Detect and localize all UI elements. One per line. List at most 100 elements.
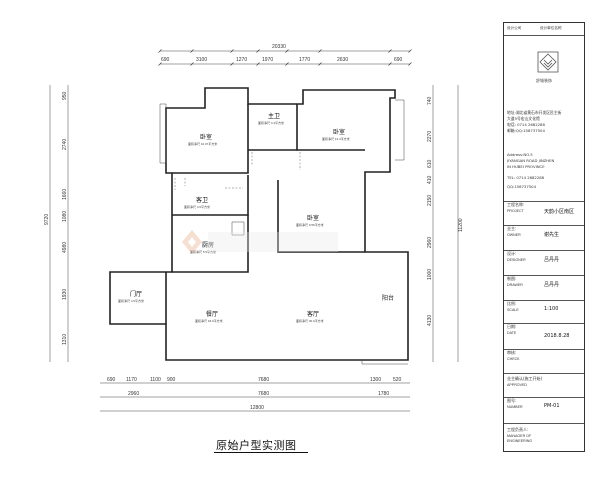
tb-head-left: 设计公司 <box>507 26 522 30</box>
top-dim-3: 1270 <box>236 57 247 63</box>
check-label: 审核: <box>507 350 517 355</box>
room-master-bath: 主卫 <box>268 112 280 120</box>
right-dim-4: 410 <box>427 175 433 184</box>
left-dim-6: 1930 <box>62 289 68 300</box>
top-dim-5: 1770 <box>299 57 310 63</box>
project-label-en: PROJECT <box>507 209 524 213</box>
dim-tick <box>158 49 162 53</box>
dim-tick <box>285 62 289 66</box>
room-kitchen: 厨房 <box>202 241 214 249</box>
room-bedroom-west: 卧室 <box>200 133 212 141</box>
drawer-value: 吕丹丹 <box>544 282 560 288</box>
designer-label: 设计: <box>507 251 517 256</box>
tb-divider-scale <box>504 300 584 301</box>
outer-walls <box>109 87 409 365</box>
drawer-label-en: DRAWER <box>507 283 523 287</box>
tb-divider-drawer <box>504 275 584 276</box>
tb-tel-en: TEL: 0714 2682288 <box>507 175 545 180</box>
room-dining: 餐厅 <box>206 310 218 318</box>
plan-title: 原始户型实测图 <box>216 439 297 452</box>
company-logo-icon <box>537 51 559 73</box>
right-dim-2: 2270 <box>427 131 433 142</box>
tb-address-2: 大道5号宏山文化馆 <box>507 116 540 121</box>
left-dim-total: 9720 <box>44 214 50 225</box>
bottom-dim-4: 900 <box>167 377 176 383</box>
right-dim-6: 2960 <box>427 237 433 248</box>
tb-address-4: 邮箱:QQ:158737504 <box>507 128 545 133</box>
dim-tick <box>256 62 260 66</box>
bottom-dim-2: 1170 <box>126 377 137 383</box>
plan-title-underline <box>214 452 308 453</box>
designer-value: 吕丹丹 <box>544 257 560 263</box>
balcony-edge <box>361 360 408 365</box>
dim-tick <box>256 49 260 53</box>
room-living-area: 面积净尺 30.0平方米 <box>296 318 324 323</box>
room-bedroom-east-area: 面积净尺 13.4平方米 <box>322 136 350 141</box>
left-dim-3: 1660 <box>62 189 68 200</box>
title-block: 设计公司 设计单位名称 舒城装饰 地址:湖北省黄石市开发区民主街 大道5号宏山文… <box>503 22 585 452</box>
left-dim-1: 950 <box>62 91 68 100</box>
dim-tick <box>318 49 322 53</box>
room-bedroom-middle-area: 面积净尺 9.55平方米 <box>296 222 324 227</box>
tb-divider-date <box>504 323 584 324</box>
room-living: 客厅 <box>307 310 319 318</box>
dim-tick <box>190 49 194 53</box>
room-dining-area: 面积净尺 18.0平方米 <box>195 318 223 323</box>
date-value: 2018.8.28 <box>544 333 570 339</box>
room-foyer-area: 面积净尺 4.5平方米 <box>118 298 144 303</box>
tb-address-en-3: IN HUBEI PROVINCE <box>507 164 545 169</box>
room-bedroom-west-area: 面积净尺 10.07平方米 <box>188 141 217 146</box>
tb-divider-check <box>504 349 584 350</box>
tb-divider-designer <box>504 250 584 251</box>
bottom-dim-row2-1: 2960 <box>128 391 139 397</box>
number-label: 图号: <box>507 398 517 403</box>
tb-address-1: 地址:湖北省黄石市开发区民主街 <box>507 110 562 115</box>
company-name: 舒城装饰 <box>536 78 552 83</box>
dim-tick <box>408 49 412 53</box>
watermark-logo <box>182 230 338 254</box>
room-kitchen-area: 面积净尺 5.5平方米 <box>190 249 216 254</box>
scale-label-en: SCALE <box>507 308 519 312</box>
drawer-label: 制图: <box>507 276 517 281</box>
top-dim-2: 3100 <box>196 57 207 63</box>
room-guest-bath: 客卫 <box>196 196 208 204</box>
tb-divider-number <box>504 397 584 398</box>
tb-divider-head <box>504 35 584 36</box>
approved-label-en: APPROVED <box>507 383 527 387</box>
top-dim-7: 690 <box>394 57 403 63</box>
manager-label: 工程负责人: <box>507 427 529 432</box>
dim-tick <box>318 62 322 66</box>
tb-divider-approved <box>504 373 584 374</box>
top-dim-4: 1970 <box>262 57 273 63</box>
date-label: 日期: <box>507 324 517 329</box>
date-label-en: DATE <box>507 331 517 335</box>
tb-address-en-2: JIYANGAN ROAD JINZHEN <box>507 158 555 163</box>
room-bedroom-middle: 卧室 <box>307 214 319 222</box>
dim-tick <box>230 62 234 66</box>
dim-tick <box>230 49 234 53</box>
left-dim-4: 1080 <box>62 211 68 222</box>
room-balcony: 阳台 <box>382 294 394 302</box>
left-dim-2: 2740 <box>62 139 68 150</box>
dim-tick <box>158 62 162 66</box>
room-guest-bath-area: 面积净尺 3.0平方米 <box>184 204 210 209</box>
number-label-en: NUMBER <box>507 405 523 409</box>
door-swings <box>174 178 243 190</box>
check-label-en: CHECK <box>507 357 520 361</box>
bottom-dim-total: 12800 <box>250 405 264 411</box>
designer-label-en: DESIGNER <box>507 258 526 262</box>
bottom-dim-1: 690 <box>107 377 116 383</box>
right-dim-5: 2150 <box>427 195 433 206</box>
left-dim-7: 1310 <box>62 334 68 345</box>
bottom-dim-3: 1100 <box>150 377 161 383</box>
tb-address-en-1: Address:NO.5 <box>507 152 533 157</box>
right-dim-1: 740 <box>427 96 433 105</box>
top-dim-1: 690 <box>161 57 170 63</box>
right-bay-window <box>395 99 405 161</box>
dim-tick <box>285 49 289 53</box>
right-dim-total: 11200 <box>458 218 464 232</box>
scale-value: 1:100 <box>544 306 559 312</box>
tb-divider-owner <box>504 225 584 226</box>
bottom-dim-7: 520 <box>393 377 402 383</box>
